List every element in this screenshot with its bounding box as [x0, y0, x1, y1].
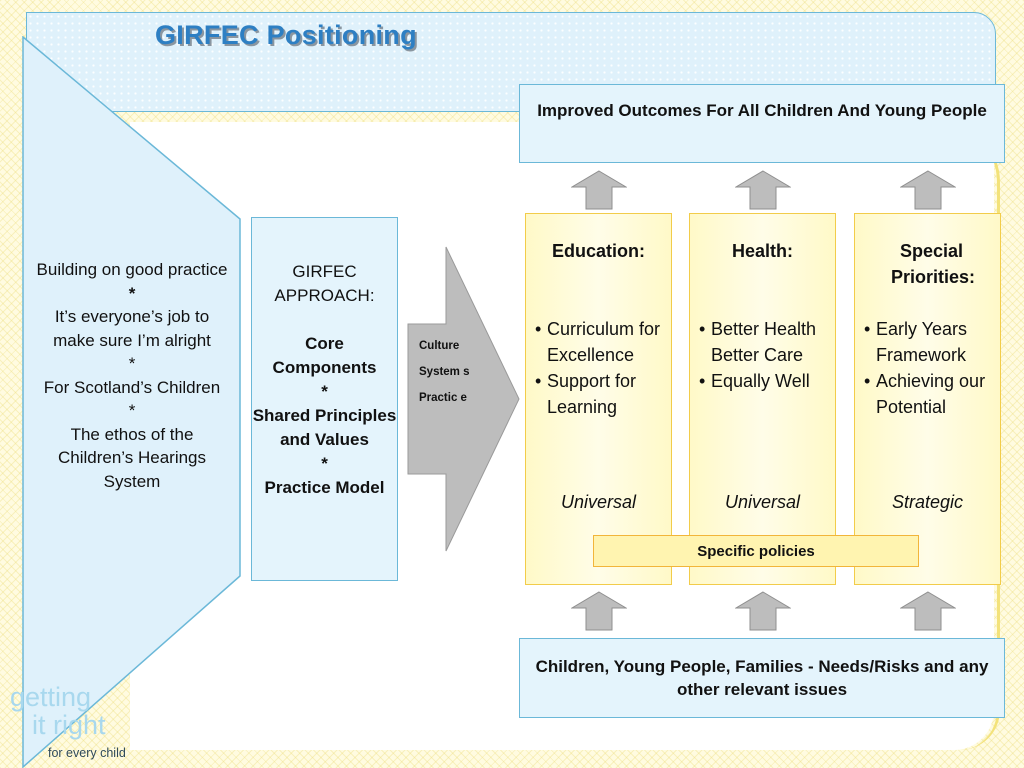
page-title: GIRFEC Positioning	[155, 20, 417, 50]
list-item: Equally Well	[699, 368, 831, 394]
getting-it-right-logo: getting it right for every child	[10, 684, 150, 768]
up-arrow-icon	[900, 170, 956, 210]
chevron-culture: Culture	[419, 340, 460, 352]
list-item: Curriculum for Excellence	[535, 316, 667, 368]
left-line-1: Building on good practice	[36, 260, 228, 279]
left-line-3: For Scotland’s Children	[43, 377, 221, 397]
column-bullet-list: Early Years Framework Achieving our Pote…	[864, 316, 996, 420]
up-arrow-icon	[571, 170, 627, 210]
column-education: Education: Curriculum for Excellence Sup…	[525, 213, 672, 585]
chevron-systems: System s	[419, 366, 470, 378]
column-footer: Universal	[724, 492, 801, 512]
girfec-approach-box: GIRFEC APPROACH: Core Components * Share…	[251, 217, 398, 581]
logo-line-2: it right	[32, 710, 106, 740]
up-arrow-icon	[571, 591, 627, 631]
column-footer: Universal	[560, 492, 637, 512]
left-separator-1: *	[128, 283, 136, 303]
column-heading: Health:	[731, 241, 793, 261]
left-separator-3: *	[128, 401, 136, 420]
up-arrow-icon	[735, 591, 791, 631]
list-item: Better Health Better Care	[699, 316, 831, 368]
needs-box: Children, Young People, Families - Needs…	[519, 638, 1005, 718]
column-special-priorities: Special Priorities: Early Years Framewor…	[854, 213, 1001, 585]
column-bullet-list: Better Health Better Care Equally Well	[699, 316, 831, 394]
list-item: Achieving our Potential	[864, 368, 996, 420]
column-health: Health: Better Health Better Care Equall…	[689, 213, 836, 585]
logo-line-1: getting	[10, 682, 92, 712]
approach-core-components: Core Components	[272, 334, 377, 377]
up-arrow-icon	[900, 591, 956, 631]
column-heading: Special Priorities:	[891, 241, 976, 287]
approach-separator-1: *	[321, 382, 328, 401]
approach-practice-model: Practice Model	[264, 478, 385, 497]
column-bullet-list: Curriculum for Excellence Support for Le…	[535, 316, 667, 420]
logo-tagline: for every child	[48, 746, 126, 760]
left-pentagon-shape	[22, 36, 241, 768]
left-line-4: The ethos of the Children’s Hearings Sys…	[57, 424, 207, 491]
specific-policies-box: Specific policies	[593, 535, 919, 567]
chevron-arrow-shape	[407, 246, 520, 552]
approach-heading: GIRFEC APPROACH:	[274, 262, 375, 305]
list-item: Early Years Framework	[864, 316, 996, 368]
left-separator-2: *	[128, 354, 136, 373]
approach-separator-2: *	[321, 454, 328, 473]
chevron-text: Culture System s Practic e	[419, 340, 481, 405]
outcomes-box: Improved Outcomes For All Children And Y…	[519, 84, 1005, 163]
list-item: Support for Learning	[535, 368, 667, 420]
chevron-practice: Practic e	[419, 392, 467, 404]
left-panel-text: Building on good practice * It’s everyon…	[34, 258, 230, 493]
column-footer: Strategic	[891, 492, 964, 512]
up-arrow-icon	[735, 170, 791, 210]
column-heading: Education:	[552, 241, 645, 261]
approach-shared-principles: Shared Principles and Values	[252, 406, 397, 449]
header-band	[26, 12, 996, 112]
left-line-2: It’s everyone’s job to make sure I’m alr…	[53, 307, 211, 350]
